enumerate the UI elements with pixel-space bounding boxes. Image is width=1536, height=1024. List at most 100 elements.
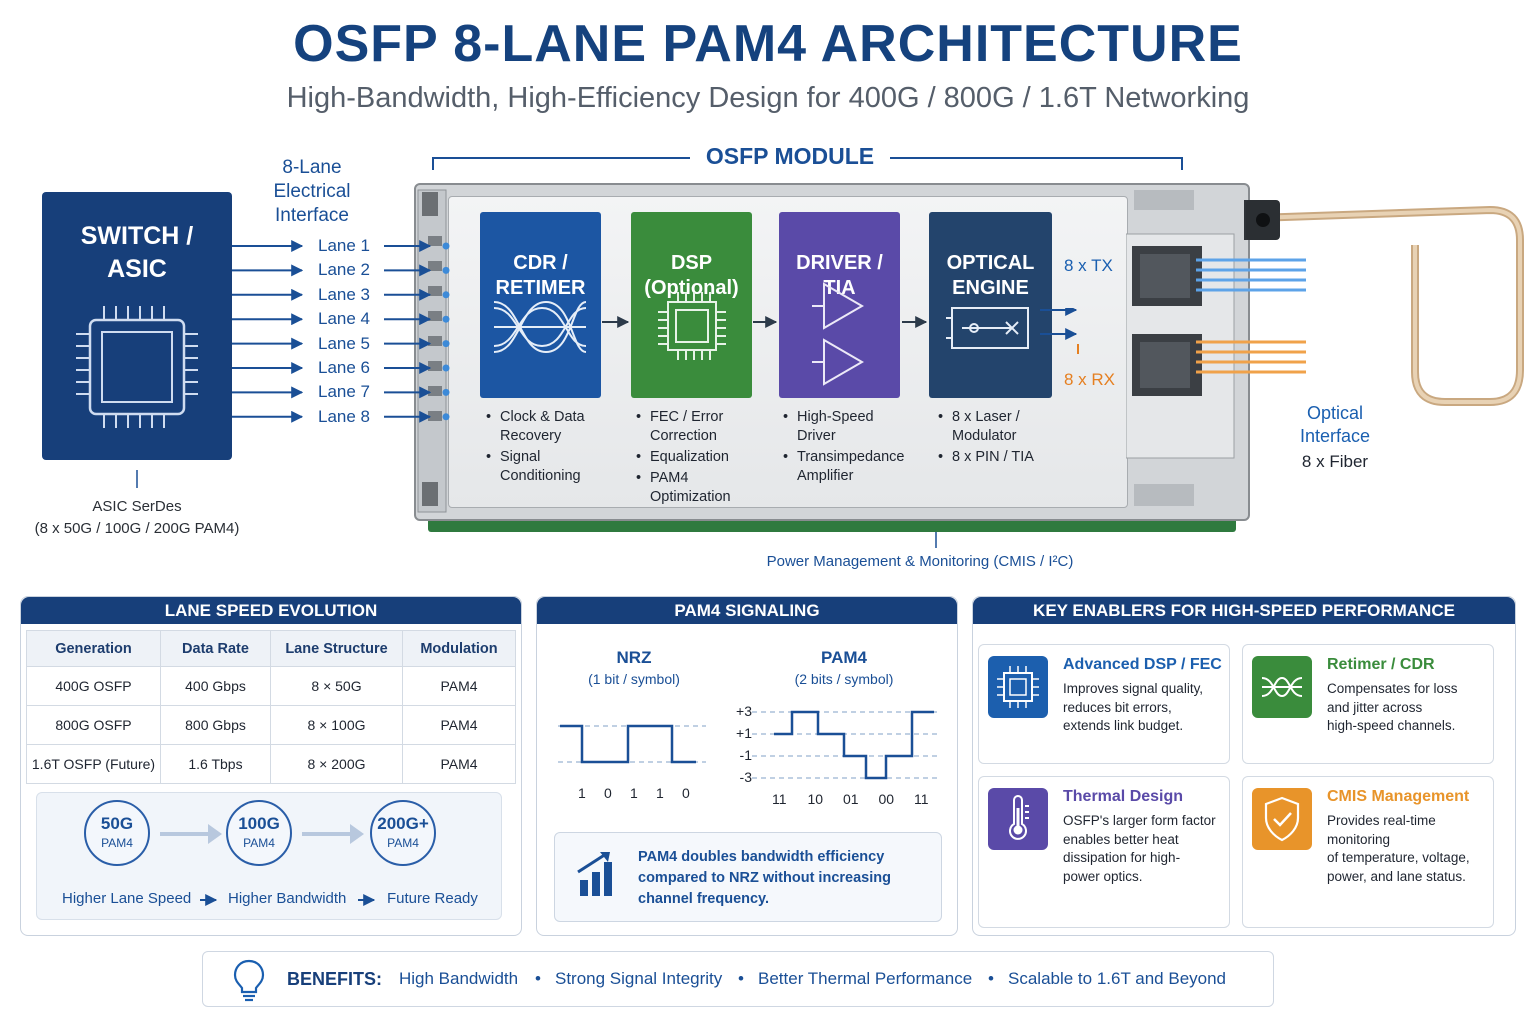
nrz-title: NRZ bbox=[616, 648, 652, 667]
enabler-title: Advanced DSP / FEC bbox=[1063, 656, 1222, 673]
pam4-level-label: +1 bbox=[736, 725, 752, 741]
lane-label: Lane 3 bbox=[318, 284, 370, 304]
laser-icon bbox=[946, 307, 1029, 349]
nrz-bit-label: 0 bbox=[682, 785, 690, 801]
benefit-separator: • bbox=[738, 969, 744, 988]
table-cell: PAM4 bbox=[402, 666, 516, 706]
bullet-item: PAM4 Optimization bbox=[636, 469, 766, 507]
lightbulb-icon bbox=[233, 959, 265, 1002]
stage-title: CDR / RETIMER bbox=[495, 252, 586, 299]
signal-waveforms bbox=[558, 710, 940, 780]
pam4-callout-text: PAM4 doubles bandwidth efficiency compar… bbox=[638, 849, 891, 907]
lane-arrows bbox=[232, 240, 450, 423]
table-cell: 400 Gbps bbox=[160, 666, 271, 706]
lane-speed-table: Generation Data Rate Lane Structure Modu… bbox=[26, 630, 516, 784]
pam4-symbol-label: 11 bbox=[914, 791, 929, 807]
enabler-title: Thermal Design bbox=[1063, 788, 1184, 805]
bullet-item: 8 x Laser / Modulator bbox=[938, 408, 1068, 446]
chip-icon bbox=[658, 292, 726, 360]
chip-icon bbox=[76, 306, 198, 428]
bullet-item: Transimpedance Amplifier bbox=[783, 448, 923, 486]
enabler-title: Retimer / CDR bbox=[1327, 656, 1435, 673]
pam4-level-label: +3 bbox=[736, 703, 752, 719]
evolution-arrows bbox=[160, 824, 376, 906]
table-cell: 800G OSFP bbox=[26, 705, 161, 745]
evolution-caption: Higher Lane Speed bbox=[62, 890, 192, 907]
benefit-item: Strong Signal Integrity bbox=[555, 969, 723, 988]
optical-interface-fiber: 8 x Fiber bbox=[1301, 452, 1369, 471]
stage-optical-engine: OPTICAL ENGINE bbox=[929, 212, 1052, 398]
amplifier-icon bbox=[812, 282, 864, 386]
enabler-title: CMIS Management bbox=[1327, 788, 1470, 805]
lane-pin bbox=[442, 242, 450, 250]
table-row: 800G OSFP 800 Gbps 8 × 100G PAM4 bbox=[26, 705, 516, 745]
enabler-text: Compensates for loss and jitter across h… bbox=[1327, 681, 1458, 733]
driver-bullets: High-Speed Driver Transimpedance Amplifi… bbox=[783, 408, 923, 488]
enabler-text: Improves signal quality, reduces bit err… bbox=[1063, 681, 1204, 733]
cdr-bullets: Clock & Data Recovery Signal Conditionin… bbox=[486, 408, 616, 488]
column-header: Generation bbox=[26, 630, 161, 667]
evolution-step-200g: 200G+PAM4 bbox=[370, 800, 436, 866]
lane-label: Lane 5 bbox=[318, 333, 370, 353]
switch-asic-block bbox=[42, 192, 232, 460]
pam4-title: PAM4 bbox=[821, 648, 867, 667]
benefit-separator: • bbox=[988, 969, 994, 988]
tx-label: 8 x TX bbox=[1064, 256, 1113, 275]
signal-flow-arrows bbox=[602, 308, 1079, 354]
lane-label: Lane 7 bbox=[318, 382, 370, 402]
table-cell: PAM4 bbox=[402, 744, 516, 784]
evolution-caption: Future Ready bbox=[387, 890, 478, 907]
optical-interface-title: Optical Interface bbox=[1299, 403, 1371, 446]
lane-pin bbox=[442, 388, 450, 396]
nrz-bit-label: 1 bbox=[656, 785, 664, 801]
lane-label: Lane 4 bbox=[318, 309, 370, 329]
osfp-module-label: OSFP MODULE bbox=[690, 143, 890, 170]
page-subtitle: High-Bandwidth, High-Efficiency Design f… bbox=[286, 82, 1250, 114]
panel-header: PAM4 SIGNALING bbox=[537, 597, 957, 624]
lane-pin bbox=[442, 340, 450, 348]
eye-diagram-icon bbox=[493, 300, 587, 354]
lane-interface-title-3: Interface bbox=[275, 205, 349, 226]
fiber-lines bbox=[1196, 258, 1306, 374]
column-header: Data Rate bbox=[160, 630, 271, 667]
asic-title: SWITCH / ASIC bbox=[80, 222, 194, 283]
lane-interface-title-2: Electrical bbox=[273, 181, 351, 202]
enabler-text: OSFP's larger form factor enables better… bbox=[1063, 813, 1216, 884]
lane-pin bbox=[442, 315, 450, 323]
chip-icon bbox=[988, 656, 1048, 718]
stage-cdr-retimer: CDR / RETIMER bbox=[480, 212, 601, 398]
panel-header: KEY ENABLERS FOR HIGH-SPEED PERFORMANCE bbox=[973, 597, 1515, 624]
pam4-symbol-label: 11 bbox=[772, 791, 787, 807]
pam4-callout bbox=[554, 832, 942, 922]
thermometer-icon bbox=[988, 788, 1048, 850]
nrz-bit-label: 1 bbox=[578, 785, 586, 801]
lane-pin bbox=[442, 291, 450, 299]
stage-driver-tia: DRIVER / TIA bbox=[779, 212, 900, 398]
column-header: Lane Structure bbox=[270, 630, 403, 667]
module-optical-connectors bbox=[1126, 190, 1256, 506]
benefit-item: High Bandwidth bbox=[399, 969, 519, 988]
bullet-item: 8 x PIN / TIA bbox=[938, 448, 1068, 467]
benefit-separator: • bbox=[535, 969, 541, 988]
bullet-item: High-Speed Driver bbox=[783, 408, 923, 446]
page-title: OSFP 8-LANE PAM4 ARCHITECTURE bbox=[293, 15, 1243, 73]
pam4-symbol-label: 01 bbox=[843, 791, 859, 807]
table-cell: 800 Gbps bbox=[160, 705, 271, 745]
pam4-subtitle: (2 bits / symbol) bbox=[794, 671, 894, 687]
diagram-connectors bbox=[136, 157, 1524, 548]
table-cell: PAM4 bbox=[402, 705, 516, 745]
table-cell: 8 × 50G bbox=[270, 666, 403, 706]
evolution-caption: Higher Bandwidth bbox=[228, 890, 347, 907]
power-management-label: Power Management & Monitoring (CMIS / I²… bbox=[766, 553, 1074, 570]
table-cell: 1.6 Tbps bbox=[160, 744, 271, 784]
lane-pin bbox=[442, 266, 450, 274]
nrz-subtitle: (1 bit / symbol) bbox=[588, 671, 680, 687]
bullet-item: Clock & Data Recovery bbox=[486, 408, 616, 446]
pam4-level-label: -1 bbox=[739, 747, 752, 763]
benefits-label: BENEFITS: bbox=[287, 969, 383, 989]
benefit-item: Better Thermal Performance bbox=[758, 969, 973, 988]
growth-chart-icon bbox=[577, 852, 612, 896]
benefits-bar bbox=[202, 951, 1274, 1007]
column-header: Modulation bbox=[402, 630, 516, 667]
